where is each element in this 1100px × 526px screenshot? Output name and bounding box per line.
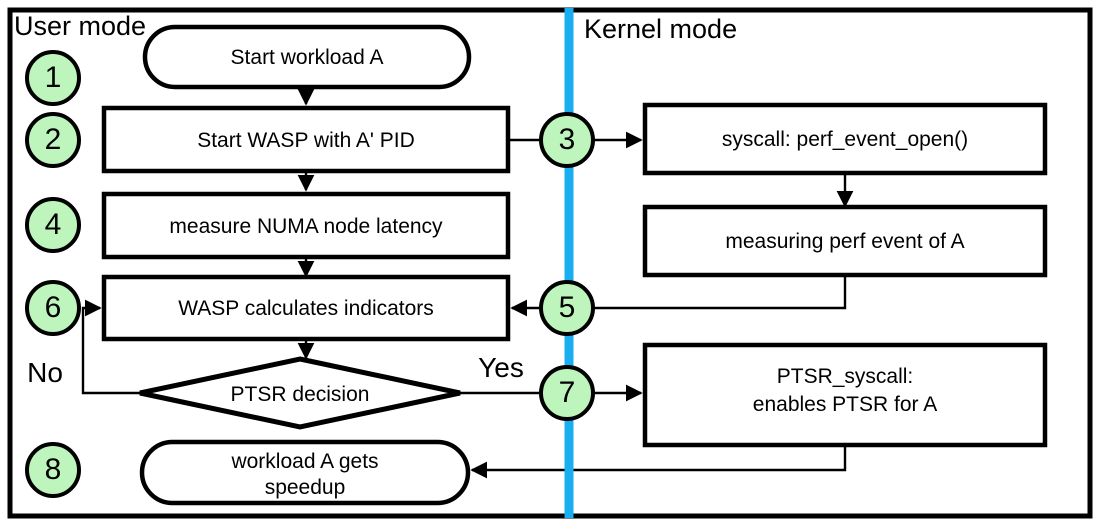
badge-circle-shape	[539, 280, 595, 336]
edge-measuring-to-badge5	[592, 275, 847, 310]
badge-circle-shape	[25, 197, 81, 253]
badge-circle-shape	[25, 50, 81, 106]
node-shape-stadium	[142, 24, 472, 90]
node-label: PTSR decision	[231, 383, 370, 406]
node-ptsr-syscall[interactable]: PTSR_syscall: enables PTSR for A	[642, 342, 1048, 448]
step-badge-3[interactable]: 3	[539, 112, 595, 168]
node-label-line2: enables PTSR for A	[753, 393, 937, 416]
step-badge-1[interactable]: 1	[25, 50, 81, 106]
node-label-line2: speedup	[265, 476, 346, 499]
node-shape-rect	[101, 191, 511, 260]
badge-circle-shape	[25, 280, 81, 336]
badge-circle-shape	[25, 442, 81, 498]
step-badge-8[interactable]: 8	[25, 442, 81, 498]
edge-ptsr-to-speedup	[470, 445, 847, 479]
node-label: Start WASP with A' PID	[197, 129, 415, 152]
node-shape-diamond	[139, 356, 461, 430]
node-label: measuring perf event of A	[725, 230, 964, 253]
step-badge-5[interactable]: 5	[539, 280, 595, 336]
step-badge-2[interactable]: 2	[25, 112, 81, 168]
node-measuring-perf-event[interactable]: measuring perf event of A	[642, 204, 1048, 278]
node-syscall-perf-event-open[interactable]: syscall: perf_event_open()	[642, 102, 1048, 176]
lane-label-user-mode: User mode	[14, 11, 146, 41]
badge-circle-shape	[25, 112, 81, 168]
node-workload-a-speedup[interactable]: workload A gets speedup	[139, 439, 471, 506]
badge-label: 4	[45, 208, 62, 241]
node-label: measure NUMA node latency	[169, 215, 443, 238]
step-badge-6[interactable]: 6	[25, 280, 81, 336]
node-shape-stadium	[139, 439, 471, 506]
node-shape-rect	[101, 274, 511, 342]
node-label-line1: PTSR_syscall:	[777, 365, 914, 388]
step-badge-4[interactable]: 4	[25, 197, 81, 253]
badge-label: 5	[559, 291, 576, 324]
node-wasp-calculates-indicators[interactable]: WASP calculates indicators	[101, 274, 511, 342]
edge-label-no: No	[27, 357, 63, 388]
node-shape-rect	[101, 105, 511, 174]
node-measure-numa-latency[interactable]: measure NUMA node latency	[101, 191, 511, 260]
badge-label: 1	[45, 61, 62, 94]
badge-label: 2	[45, 123, 62, 156]
badge-circle-shape	[539, 365, 595, 421]
badge-label: 7	[559, 376, 576, 409]
step-badge-7[interactable]: 7	[539, 365, 595, 421]
node-start-wasp[interactable]: Start WASP with A' PID	[101, 105, 511, 174]
node-label: syscall: perf_event_open()	[722, 128, 968, 151]
edge-label-yes: Yes	[478, 352, 524, 383]
badge-label: 3	[559, 123, 576, 156]
edge-no-loopback	[81, 299, 140, 395]
badge-label: 8	[45, 453, 62, 486]
lane-label-kernel-mode: Kernel mode	[584, 14, 737, 44]
node-shape-rect	[642, 102, 1048, 176]
diagram-border	[7, 7, 1093, 519]
node-label: WASP calculates indicators	[178, 297, 434, 320]
badge-label: 6	[45, 291, 62, 324]
node-shape-rect	[642, 204, 1048, 278]
node-shape-rect	[642, 342, 1048, 448]
node-label: Start workload A	[231, 46, 384, 69]
node-label-line1: workload A gets	[230, 450, 378, 473]
node-start-workload-a[interactable]: Start workload A	[142, 24, 472, 90]
node-ptsr-decision[interactable]: PTSR decision	[139, 356, 461, 430]
badge-circle-shape	[539, 112, 595, 168]
